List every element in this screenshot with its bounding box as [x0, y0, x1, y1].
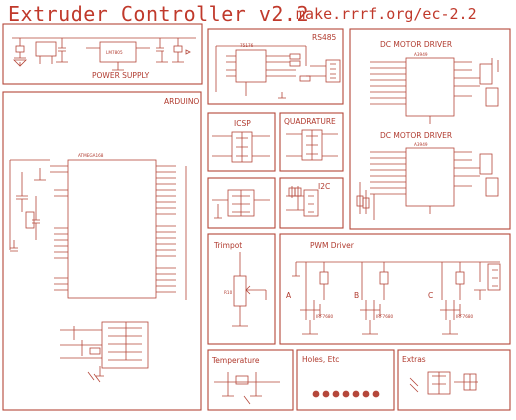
motor-ic-1-label: A3949 [414, 52, 428, 57]
dc-motor-circuit-1 [370, 57, 499, 124]
rs485-circuit [215, 45, 341, 99]
mounting-hole [322, 390, 330, 398]
icsp-circuit [212, 131, 270, 163]
temperature-label: Temperature [211, 356, 260, 365]
holes-label: Holes, Etc [302, 355, 339, 364]
trimpot-circuit [232, 252, 267, 327]
pwm-driver-circuit [292, 261, 501, 335]
pwm-channel-a-label: A [286, 291, 292, 300]
fet-b-label: IRF7680 [376, 314, 394, 319]
connector-frame-a [207, 177, 276, 229]
rs485-ic-label: 75176 [240, 43, 254, 48]
power-supply-frame [2, 23, 203, 85]
pwm-channel-b-label: B [354, 291, 359, 300]
quadrature-frame [279, 112, 344, 172]
regulator-label: LM7805 [106, 50, 123, 55]
schematic-url[interactable]: make.rrrf.org/ec-2.2 [296, 5, 477, 23]
motor-ic-2-label: A3949 [414, 142, 428, 147]
extras-circuit [409, 371, 478, 395]
mounting-hole [352, 390, 360, 398]
quadrature-circuit [286, 129, 338, 161]
mounting-hole [342, 390, 350, 398]
quadrature-label: QUADRATURE [284, 117, 336, 126]
mcu-label: ATMEGA168 [78, 153, 104, 158]
dc-motor-2-label: DC MOTOR DRIVER [380, 131, 452, 140]
arduino-label: ARDUINO [164, 97, 199, 106]
trimpot-label: Trimpot [213, 241, 242, 250]
power-supply-circuit [12, 37, 196, 71]
pwm-channel-c-label: C [428, 291, 433, 300]
dc-motor-circuit-2 [356, 147, 499, 220]
temperature-circuit [214, 372, 280, 405]
trimpot-ref-label: R10 [224, 290, 233, 295]
mounting-holes [312, 390, 380, 398]
i2c-circuit [286, 186, 319, 217]
power-supply-label: POWER SUPPLY [92, 71, 150, 80]
fet-a-label: IRF7680 [316, 314, 334, 319]
holes-frame [296, 349, 395, 411]
i2c-frame [279, 177, 344, 229]
extras-frame [397, 349, 511, 411]
fet-c-label: IRF7680 [456, 314, 474, 319]
mounting-hole [332, 390, 340, 398]
connector-block-circuit [212, 189, 270, 219]
rs485-label: RS485 [312, 33, 337, 42]
mounting-hole [312, 390, 320, 398]
arduino-circuit [9, 159, 187, 383]
mounting-hole [362, 390, 370, 398]
pwm-driver-frame [279, 233, 511, 345]
extras-label: Extras [402, 355, 426, 364]
pwm-driver-label: PWM Driver [310, 241, 355, 250]
i2c-label: I2C [318, 182, 330, 191]
temperature-frame [207, 349, 294, 411]
schematic-title: Extruder Controller v2.2 [8, 2, 309, 26]
icsp-frame [207, 112, 276, 172]
dc-motor-1-label: DC MOTOR DRIVER [380, 40, 452, 49]
icsp-label: ICSP [234, 119, 251, 128]
dc-motor-frame [349, 28, 511, 230]
trimpot-frame [207, 233, 276, 345]
mounting-hole [372, 390, 380, 398]
rs485-frame [207, 28, 344, 105]
arduino-frame [2, 91, 202, 411]
